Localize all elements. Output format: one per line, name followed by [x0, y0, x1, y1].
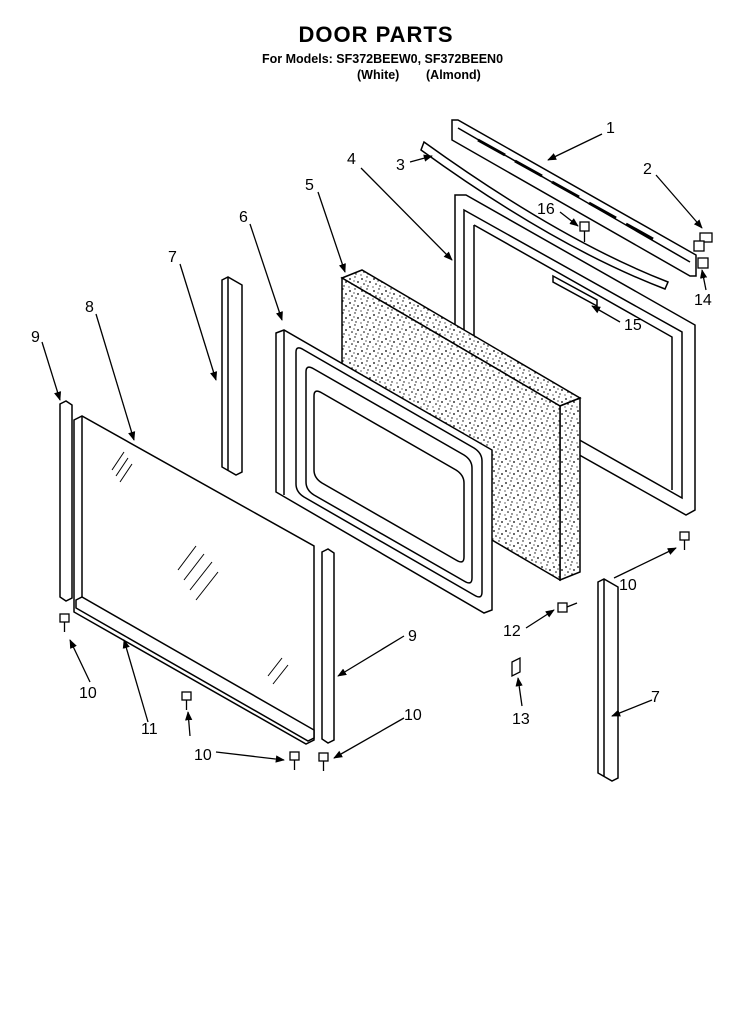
callout-16: 16 — [537, 201, 555, 218]
screw-10-c — [289, 751, 300, 770]
callout-1: 1 — [606, 120, 615, 137]
part-2-screw — [693, 232, 713, 269]
callout-15: 15 — [624, 317, 642, 334]
part-12-screw — [557, 602, 578, 613]
part-6-inner-panel — [275, 329, 493, 614]
callout-7-right: 7 — [651, 689, 660, 706]
color-white-label: (White) — [357, 68, 400, 82]
part-1-vent-trim — [451, 119, 697, 277]
part-16-screw — [579, 221, 590, 242]
page-title: DOOR PARTS — [298, 22, 454, 47]
callout-9-left: 9 — [31, 329, 40, 346]
part-13-clip — [511, 656, 521, 678]
callout-9-right: 9 — [408, 628, 417, 645]
callout-11: 11 — [141, 721, 158, 738]
part-7-hinge-right — [597, 578, 619, 782]
callout-10-c: 10 — [404, 707, 422, 724]
part-10-screws — [59, 531, 690, 771]
callout-10-d: 10 — [619, 577, 637, 594]
screw-10-d — [318, 752, 329, 771]
callout-10-b: 10 — [194, 747, 212, 764]
models-line: For Models: SF372BEEW0, SF372BEEN0 — [262, 52, 504, 66]
callout-14: 14 — [694, 292, 712, 309]
screw-10-b — [181, 691, 192, 710]
callout-2: 2 — [643, 161, 652, 178]
part-9-side-trim-right — [321, 548, 335, 744]
callout-6: 6 — [239, 209, 248, 226]
part-7-hinge-left — [221, 276, 243, 476]
part-3-trim-strip — [420, 140, 669, 290]
color-almond-label: (Almond) — [426, 68, 481, 82]
leader-lines — [41, 133, 708, 763]
part-11-bottom-trim — [75, 596, 315, 742]
callout-8: 8 — [85, 299, 94, 316]
callout-numbers: 1 2 3 4 5 6 7 7 8 9 9 10 10 10 10 11 12 … — [31, 120, 712, 764]
callout-5: 5 — [305, 177, 314, 194]
part-8-outer-glass — [73, 415, 315, 745]
callout-13: 13 — [512, 711, 530, 728]
callout-7-left: 7 — [168, 249, 177, 266]
screw-10-e — [679, 531, 690, 550]
callout-3: 3 — [396, 157, 405, 174]
part-9-side-trim-left — [59, 400, 73, 602]
callout-12: 12 — [503, 623, 521, 640]
callout-4: 4 — [347, 151, 356, 168]
callout-10-a: 10 — [79, 685, 97, 702]
screw-10-a — [59, 613, 70, 632]
